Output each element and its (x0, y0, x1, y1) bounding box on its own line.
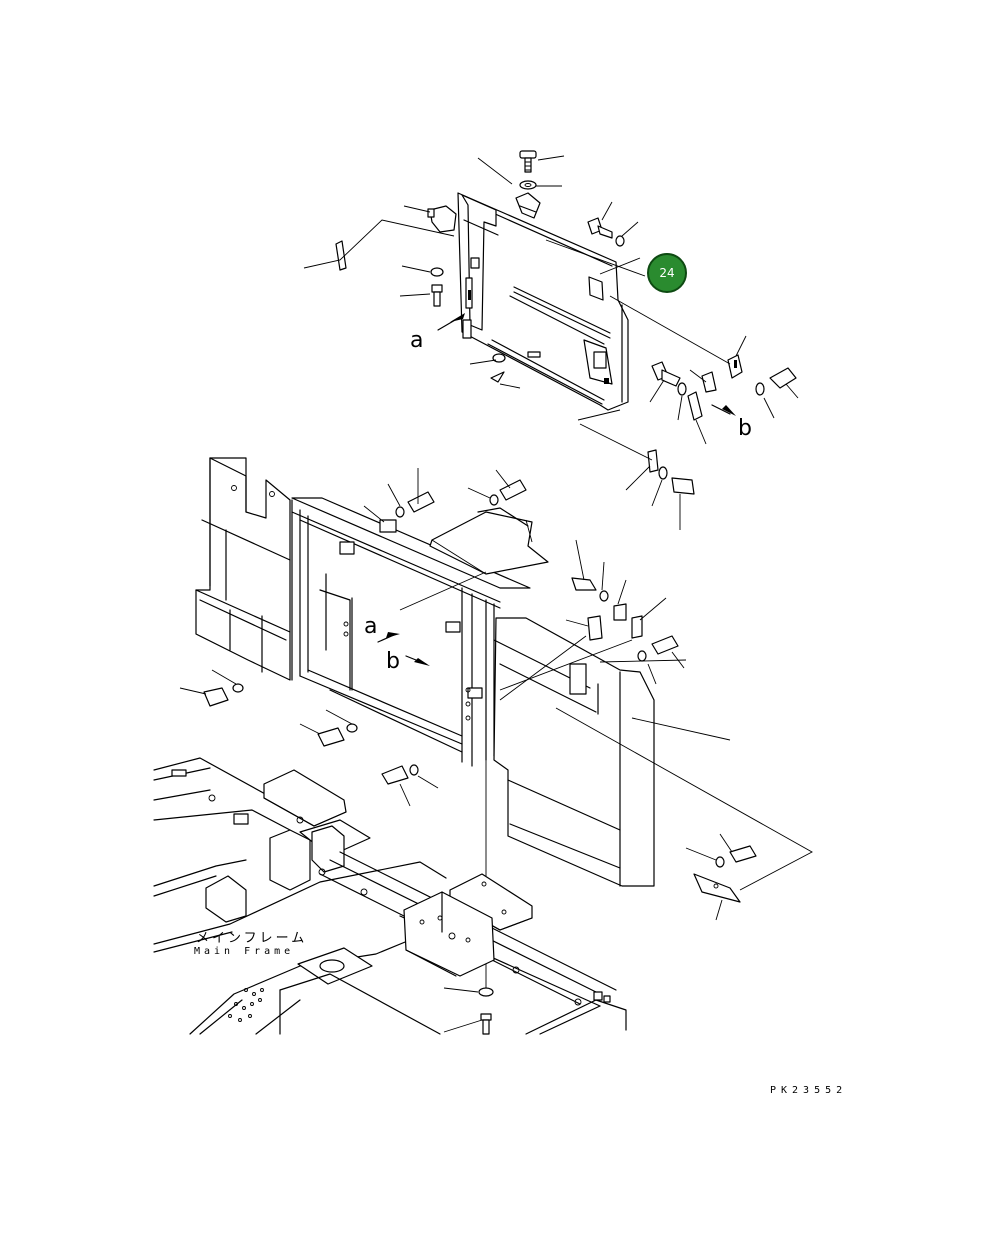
callout-label-a-middle: a (364, 614, 378, 639)
main-frame-assembly (153, 757, 627, 1035)
middle-hardware (203, 479, 757, 903)
middle-leader-lines (179, 468, 813, 988)
top-leader-lines (303, 155, 799, 530)
cover-panel-assembly (457, 192, 629, 411)
part-number-badge[interactable]: 24 (647, 253, 687, 293)
callout-label-b-middle: b (386, 649, 400, 674)
callout-label-b-top: b (738, 416, 752, 441)
main-frame-label-english: Main Frame (194, 946, 295, 957)
top-hardware (335, 150, 797, 495)
badge-number: 24 (659, 266, 675, 280)
callout-label-a-top: a (410, 328, 424, 353)
main-frame-label-japanese: メインフレーム (196, 931, 308, 946)
drawing-code: PK23552 (770, 1085, 848, 1096)
guard-frame-assembly (195, 457, 655, 887)
